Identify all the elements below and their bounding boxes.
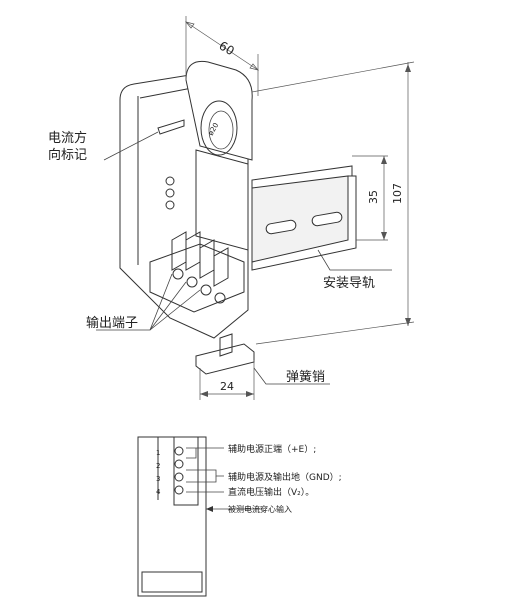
label-aux-power-ground: 辅助电源及输出地（GND）;: [228, 471, 342, 483]
callout-rail: 安装导轨: [317, 249, 392, 291]
label-current-direction-2: 向标记: [48, 147, 87, 163]
terminal-number-1: 1: [156, 449, 160, 457]
terminal-screw-2: [174, 459, 184, 469]
dim-rail-label: 35: [367, 190, 380, 204]
terminal-screw-3: [174, 472, 184, 482]
terminal-screw-4: [174, 485, 184, 495]
dim-bottom-label: 24: [220, 380, 234, 393]
label-dc-voltage-output: 直流电压输出（V₂）。: [228, 486, 314, 498]
wiring-view: 1 2 3 4 辅助电源正端（+E）; 辅助电源及输出地（GND）; 直流电压输…: [137, 436, 342, 597]
dim-total-label: 107: [391, 183, 404, 204]
terminal-number-2: 2: [156, 462, 160, 470]
spring-pin: [195, 333, 255, 375]
callout-output-terminal: 输出端子: [86, 273, 201, 331]
terminal-number-4: 4: [156, 488, 161, 496]
dim-rail-35: 35: [352, 155, 388, 241]
terminal-number-3: 3: [156, 475, 160, 483]
dim-width-label: 60: [217, 38, 237, 58]
dim-width-60: 60: [185, 16, 259, 96]
label-spring-pin: 弹簧销: [286, 369, 325, 385]
label-output-terminal: 输出端子: [86, 315, 138, 331]
dim-total-107: 107: [251, 61, 415, 345]
label-rail: 安装导轨: [323, 276, 375, 291]
terminal-screw-1: [174, 446, 184, 456]
module-outline: [137, 436, 207, 597]
dim-bottom-24: 24: [199, 360, 255, 400]
din-rail: [251, 165, 357, 271]
callout-spring-pin: 弹簧销: [253, 367, 330, 385]
label-current-direction-1: 电流方: [48, 130, 87, 146]
label-aux-power-positive: 辅助电源正端（+E）;: [228, 443, 316, 455]
perspective-view: 60 ø20 35 107 24: [48, 16, 415, 400]
callout-current-direction: 电流方 向标记: [48, 130, 159, 163]
output-terminal-block: [149, 231, 245, 313]
label-measured-current: 被测电流穿心输入: [228, 504, 292, 514]
